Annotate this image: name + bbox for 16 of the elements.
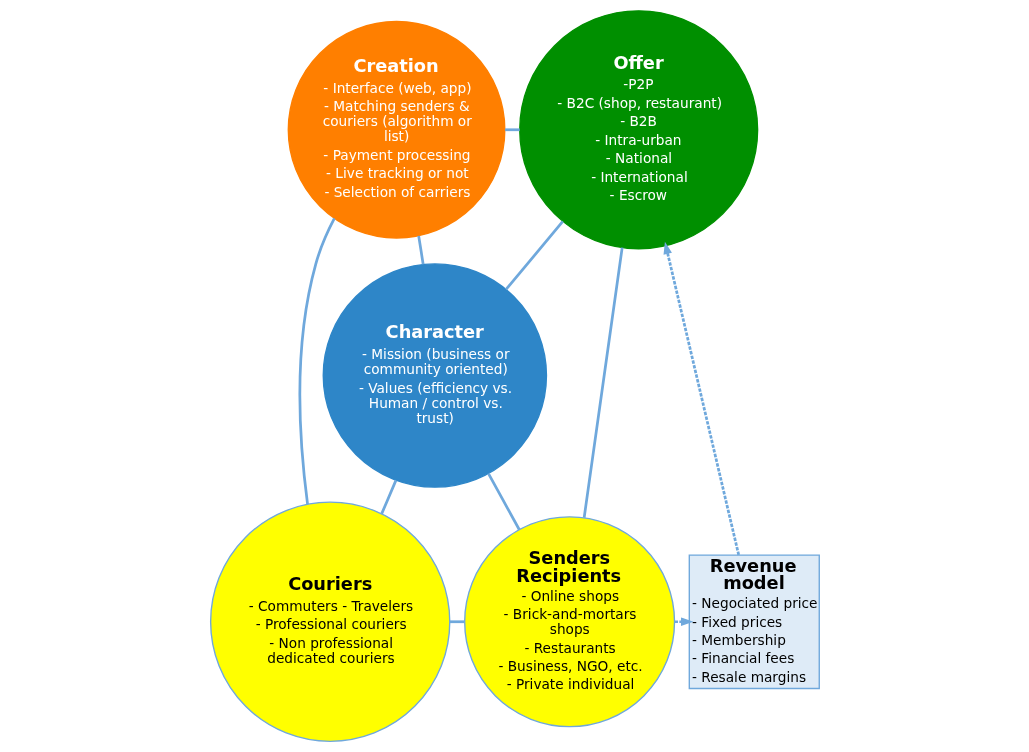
connector [504, 220, 564, 291]
node-circle: Senders Recipients - Online shops - Brick-and-mortars shops - Restaurants - Business, NGO, etc. - Private individual [463, 516, 675, 728]
connector [449, 620, 464, 624]
connector [379, 479, 397, 515]
connector [504, 128, 520, 132]
node-circle: Character - Mission (business or community oriented) - Values (efficiency vs. Human / control vs. trust) [322, 263, 547, 488]
connector [486, 473, 520, 531]
connector [582, 247, 624, 518]
node-circle: Creation - Interface (web, app) - Matching senders & couriers (algorithm or list) - Payment processing - Live tracking or not - Selection of carriers [287, 20, 505, 239]
connector [416, 235, 424, 265]
node-circle: Couriers - Commuters - Travelers - Professional couriers - Non professional dedicated couriers [209, 501, 450, 742]
connector [298, 217, 336, 505]
arrow [663, 241, 740, 556]
node-circle: Offer -P2P - B2C (shop, restaurant) - B2B - Intra-urban - National - International - Escrow [518, 10, 758, 250]
node-box: Revenue model - Negociated price - Fixed prices - Membership - Financial fees - Resale margins [688, 554, 820, 690]
arrow [674, 617, 693, 627]
